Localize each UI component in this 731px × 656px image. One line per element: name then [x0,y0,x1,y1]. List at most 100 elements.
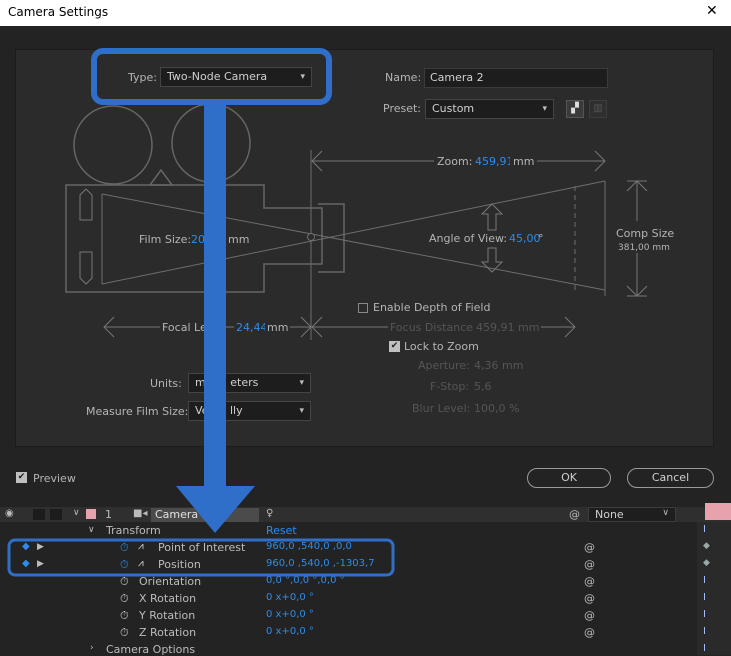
triangle-right-icon[interactable]: ▶ [37,559,44,569]
comp-size-arrow [626,180,648,297]
solo-switch[interactable] [33,509,45,520]
chevron-down-icon[interactable]: ∨ [88,525,95,535]
focal-length-unit: mm [265,321,291,334]
chevron-down-icon: ▾ [542,104,547,114]
film-reel-right-icon [171,103,251,183]
keyframe-area[interactable] [697,522,731,655]
name-label: Name: [385,71,422,84]
name-field[interactable]: Camera 2 [424,68,608,88]
preset-dropdown[interactable]: Custom ▾ [425,99,554,119]
expression-icon[interactable]: @ [584,541,595,554]
chevron-down-icon[interactable]: ∨ [73,508,80,518]
keyframe-icon[interactable]: ◆ [703,541,710,551]
property-value[interactable]: 0 x+0,0 ° [266,592,314,603]
lock-switch[interactable] [50,509,62,520]
keyframe-icon[interactable]: ◆ [703,558,710,568]
chevron-down-icon: ▾ [300,72,305,82]
camera-options-label[interactable]: Camera Options [106,643,196,656]
timeline-panel: ◉ ∨ 1 ■◂ Camera 2 ♀ @ None ∨ ∨ Transform… [0,500,731,656]
lock-to-zoom-checkbox[interactable]: ✔ [389,341,400,352]
layer-name: Camera 2 [155,508,209,521]
stopwatch-icon[interactable]: ⏱ [120,592,129,605]
timeline-marker-icon: I [703,592,706,603]
pick-whip-icon[interactable]: @ [569,508,580,521]
blur-level-label: Blur Level: [412,402,471,415]
label-color-swatch[interactable] [86,509,96,519]
delete-preset-icon[interactable]: ▥ [589,100,607,118]
zoom-label: Zoom: [434,155,476,168]
chevron-down-icon: ▾ [299,406,304,416]
lock-to-zoom-label: Lock to Zoom [404,340,479,353]
graph-icon[interactable]: ⩘ [138,541,144,552]
stopwatch-icon[interactable]: ⏱ [120,558,129,571]
layer-number: 1 [105,508,112,521]
comp-size-value: 381,00 mm [618,243,670,253]
focus-distance-label: Focus Distance: [388,321,479,334]
expression-icon[interactable]: @ [584,558,595,571]
shy-icon[interactable]: ♀ [266,508,274,519]
chevron-down-icon: ▾ [299,378,304,388]
layer-bar[interactable] [705,503,731,520]
film-size-label: Film Size: [137,233,194,246]
aperture-label: Aperture: [418,359,470,372]
stopwatch-icon[interactable]: ⏱ [120,575,129,588]
property-label: Position [158,558,201,571]
property-value[interactable]: 0 x+0,0 ° [266,626,314,637]
layer-name-box[interactable]: Camera 2 [151,508,259,522]
window-titlebar: Camera Settings ✕ [0,0,731,26]
window-title: Camera Settings [8,5,109,19]
expression-icon[interactable]: @ [584,609,595,622]
units-label: Units: [150,377,182,390]
expression-icon[interactable]: @ [584,626,595,639]
property-value[interactable]: 0 x+0,0 ° [266,609,314,620]
units-value-tail: eters [230,376,259,389]
units-value: mi [195,376,209,389]
measure-film-size-dropdown[interactable]: Ve lly ▾ [188,401,311,421]
aperture-value: 4,36 mm [474,359,524,372]
stopwatch-icon[interactable]: ⏱ [120,626,129,639]
property-value[interactable]: 960,0 ,540,0 ,0,0 [266,541,352,552]
timeline-marker-icon: I [703,609,706,620]
close-icon[interactable]: ✕ [706,3,718,19]
stopwatch-icon[interactable]: ⏱ [120,541,129,554]
zoom-unit: mm [510,155,538,168]
dof-checkbox[interactable] [358,303,368,313]
dof-label: Enable Depth of Field [373,301,491,314]
parent-dropdown[interactable]: None ∨ [588,507,676,522]
camera-icon: ■◂ [133,508,148,519]
ok-button[interactable]: OK [527,468,611,488]
angle-of-view-label: Angle of View: [427,232,510,245]
film-size-value[interactable]: 20,2 [191,233,216,246]
camera-lens-outline [318,203,345,273]
triangle-right-icon[interactable]: ▶ [37,542,44,552]
expression-icon[interactable]: @ [584,592,595,605]
preview-label: Preview [33,472,76,485]
measure-value: Ve [195,404,209,417]
eye-icon[interactable]: ◉ [5,508,14,519]
measure-film-size-label: Measure Film Size: [86,405,189,418]
focal-length-label: Focal Len [160,321,216,334]
stopwatch-icon[interactable]: ⏱ [120,609,129,622]
units-dropdown[interactable]: mi eters ▾ [188,373,311,393]
cancel-button[interactable]: Cancel [627,468,714,488]
type-value: Two-Node Camera [167,70,268,83]
property-value[interactable]: 0,0 °,0,0 °,0,0 ° [266,575,345,586]
property-value[interactable]: 960,0 ,540,0 ,-1303,7 [266,558,375,569]
chevron-right-icon[interactable]: › [90,643,94,653]
timeline-marker-icon: I [703,524,706,535]
save-preset-icon[interactable]: ▞ [566,100,584,118]
timeline-marker-icon: I [703,626,706,637]
focus-distance-value: 459,91 mm [474,321,542,334]
reset-link[interactable]: Reset [266,524,297,537]
keyframe-diamond-icon[interactable]: ◆ [22,541,30,552]
chevron-down-icon: ∨ [662,508,669,518]
type-dropdown[interactable]: Two-Node Camera ▾ [160,67,312,87]
angle-of-view-value[interactable]: 45,00 [507,232,543,245]
expression-icon[interactable]: @ [584,575,595,588]
measure-value-tail: lly [229,404,243,417]
preset-label: Preset: [383,102,422,115]
graph-icon[interactable]: ⩘ [138,558,144,569]
zoom-value[interactable]: 459,91 [473,155,516,168]
preview-checkbox[interactable]: ✔ [16,472,27,483]
keyframe-diamond-icon[interactable]: ◆ [22,558,30,569]
